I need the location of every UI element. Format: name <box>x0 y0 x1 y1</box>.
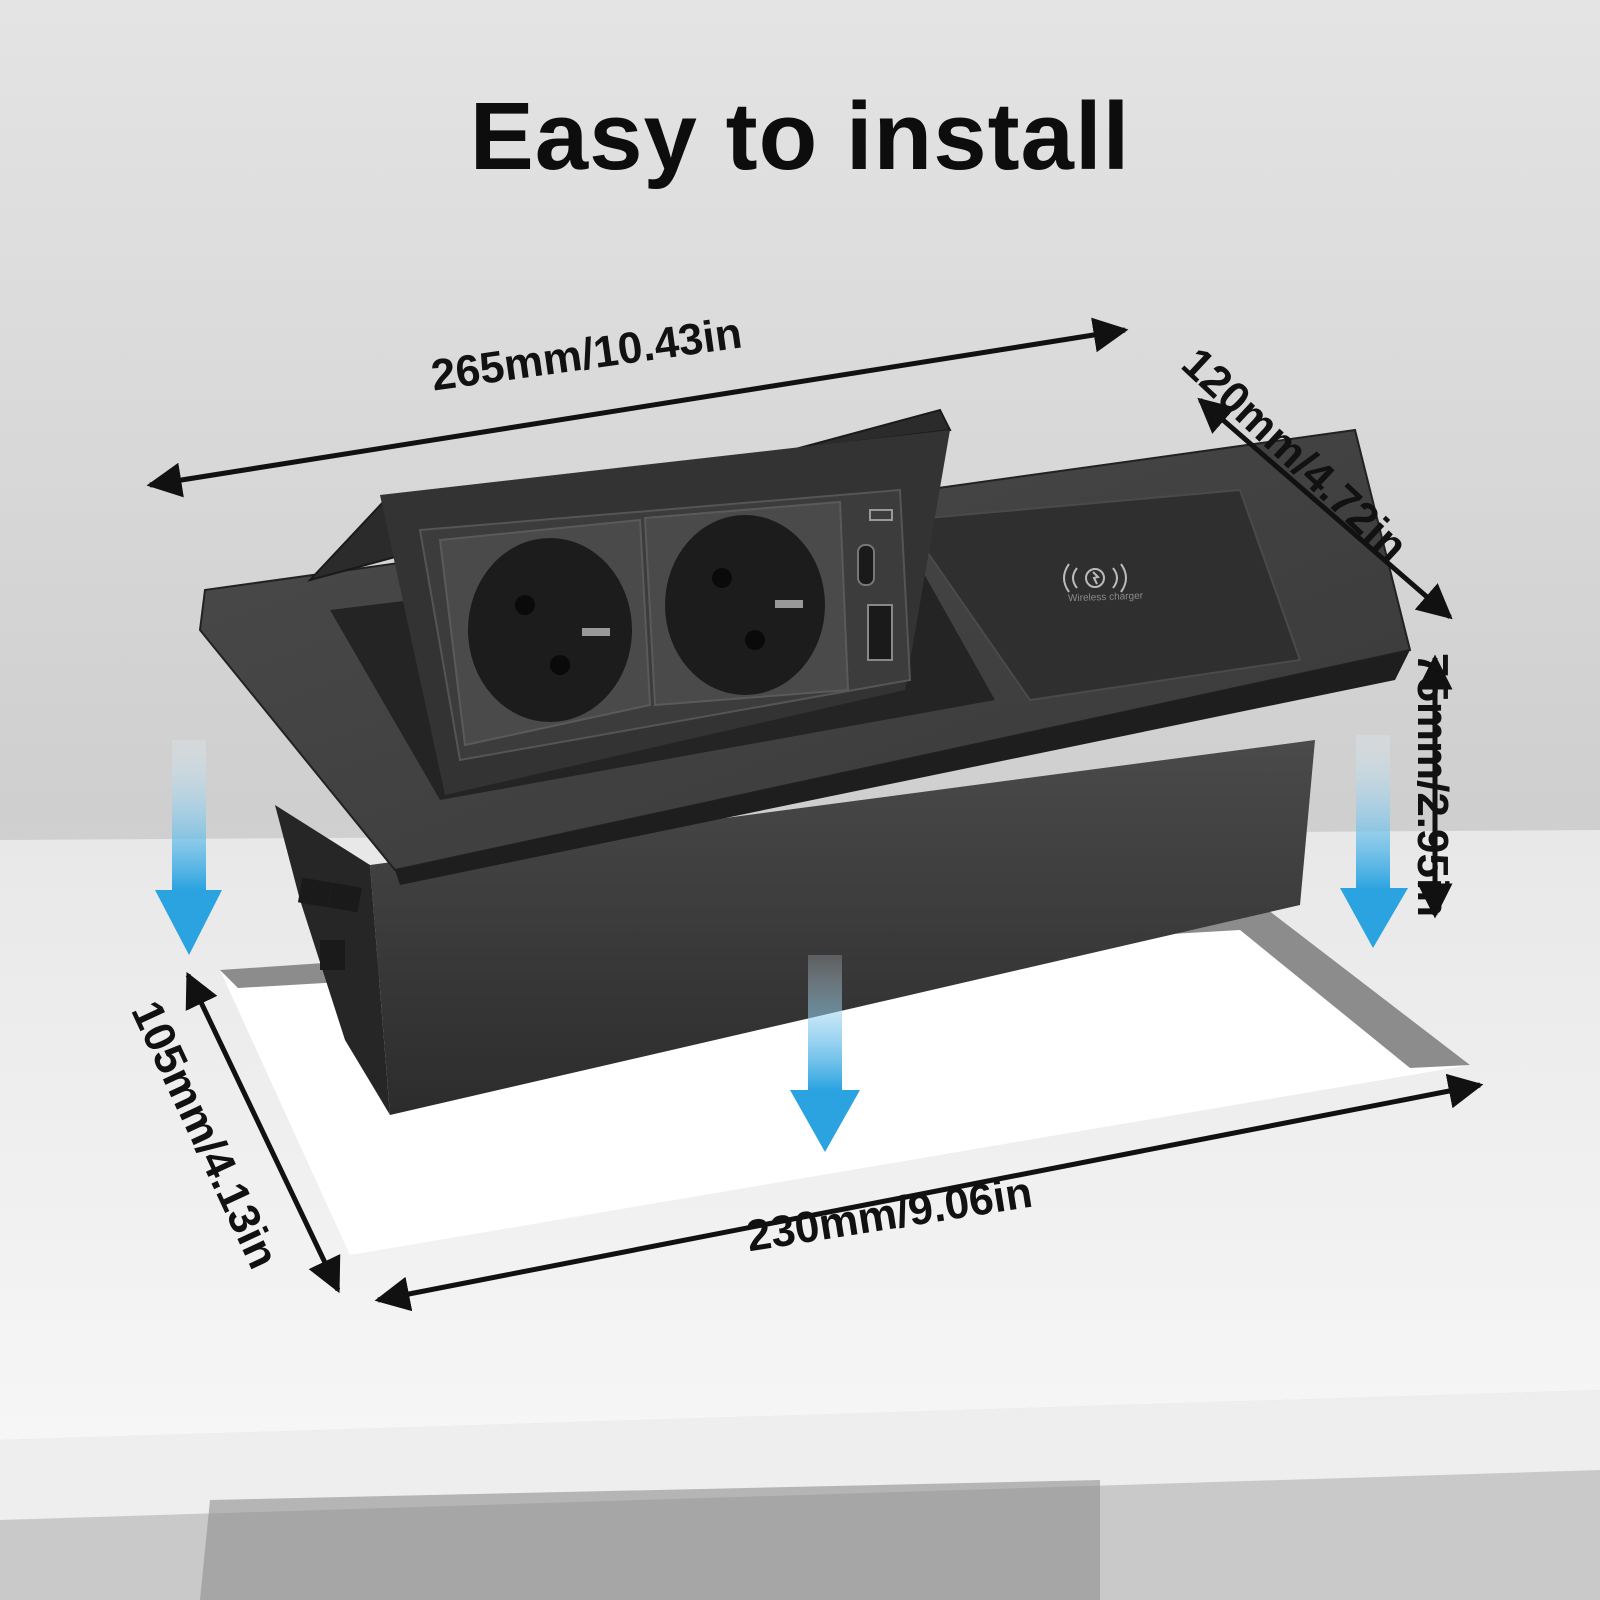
schuko-socket-left <box>438 518 652 747</box>
desk-underside <box>200 1480 1100 1600</box>
down-arrow-icon <box>1340 735 1408 948</box>
double-arrow-icon <box>146 317 1129 498</box>
usb-a-port-icon <box>867 604 893 661</box>
page-title: Easy to install <box>469 83 1131 190</box>
indicator-icon <box>869 509 893 521</box>
double-arrow-icon <box>1197 397 1453 620</box>
wireless-charging-icon <box>1063 563 1127 593</box>
flange-edge <box>395 650 1410 885</box>
mount-slot <box>327 882 362 913</box>
dimension-height: 75mm/2.95in <box>1408 652 1458 918</box>
mount-slot <box>297 877 332 908</box>
down-arrow-icon <box>155 740 222 955</box>
mount-slot <box>320 940 345 970</box>
double-arrow-icon <box>374 1073 1484 1312</box>
usb-c-port-icon <box>857 544 875 586</box>
double-arrow-icon <box>185 971 341 1294</box>
schuko-socket-right <box>643 500 850 707</box>
